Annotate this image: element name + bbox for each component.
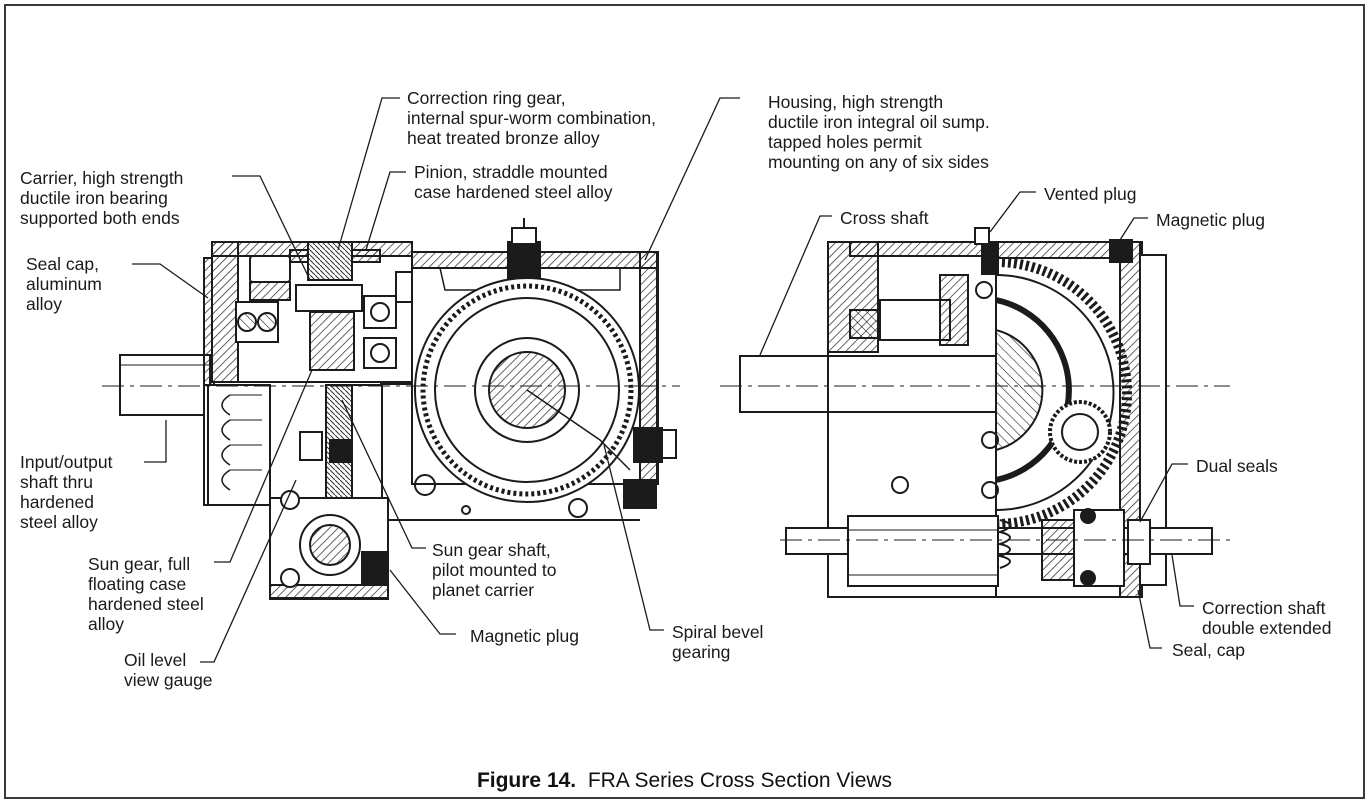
label-seal-cap: Seal, cap xyxy=(1172,640,1245,660)
input-output-shaft xyxy=(119,354,211,416)
label-dual-seals: Dual seals xyxy=(1196,456,1278,476)
label-cross-shaft: Cross shaft xyxy=(840,208,929,228)
top-plug xyxy=(507,241,541,281)
side-plug xyxy=(633,427,663,463)
figure-title: FRA Series Cross Section Views xyxy=(587,769,893,792)
label-spiral-bevel: Spiral bevel gearing xyxy=(672,622,764,662)
label-magnetic-plug-left: Magnetic plug xyxy=(470,626,579,646)
label-sun-gear-shaft: Sun gear shaft, pilot mounted to planet … xyxy=(432,540,557,600)
label-seal-cap-aluminum: Seal cap, aluminum alloy xyxy=(26,254,102,314)
label-correction-ring-gear: Correction ring gear, internal spur-worm… xyxy=(407,88,656,148)
right-cross-section-view xyxy=(720,227,1230,598)
figure-number: Figure 14. xyxy=(476,769,577,792)
correction-ring-gear-right xyxy=(995,257,1132,529)
label-vented-plug: Vented plug xyxy=(1044,184,1137,204)
label-correction-shaft: Correction shaft double extended xyxy=(1202,598,1332,638)
label-oil-level: Oil level view gauge xyxy=(124,650,213,690)
pinion xyxy=(295,284,363,312)
figure-caption: Figure 14. FRA Series Cross Section View… xyxy=(0,769,1369,793)
label-input-output-shaft: Input/output shaft thru hardened steel a… xyxy=(20,452,113,532)
left-cross-section-view xyxy=(102,218,680,600)
label-magnetic-plug-right: Magnetic plug xyxy=(1156,210,1265,230)
label-sun-gear: Sun gear, full floating case hardened st… xyxy=(88,554,204,634)
cross-shaft xyxy=(739,355,829,413)
label-carrier: Carrier, high strength ductile iron bear… xyxy=(20,168,184,228)
label-housing: Housing, high strength ductile iron inte… xyxy=(768,92,990,172)
correction-ring-gear xyxy=(307,241,353,281)
leader-lines xyxy=(132,97,1194,663)
spiral-bevel-gear xyxy=(414,277,640,503)
magnetic-plug-top xyxy=(1109,239,1133,263)
label-pinion: Pinion, straddle mounted case hardened s… xyxy=(414,162,613,202)
